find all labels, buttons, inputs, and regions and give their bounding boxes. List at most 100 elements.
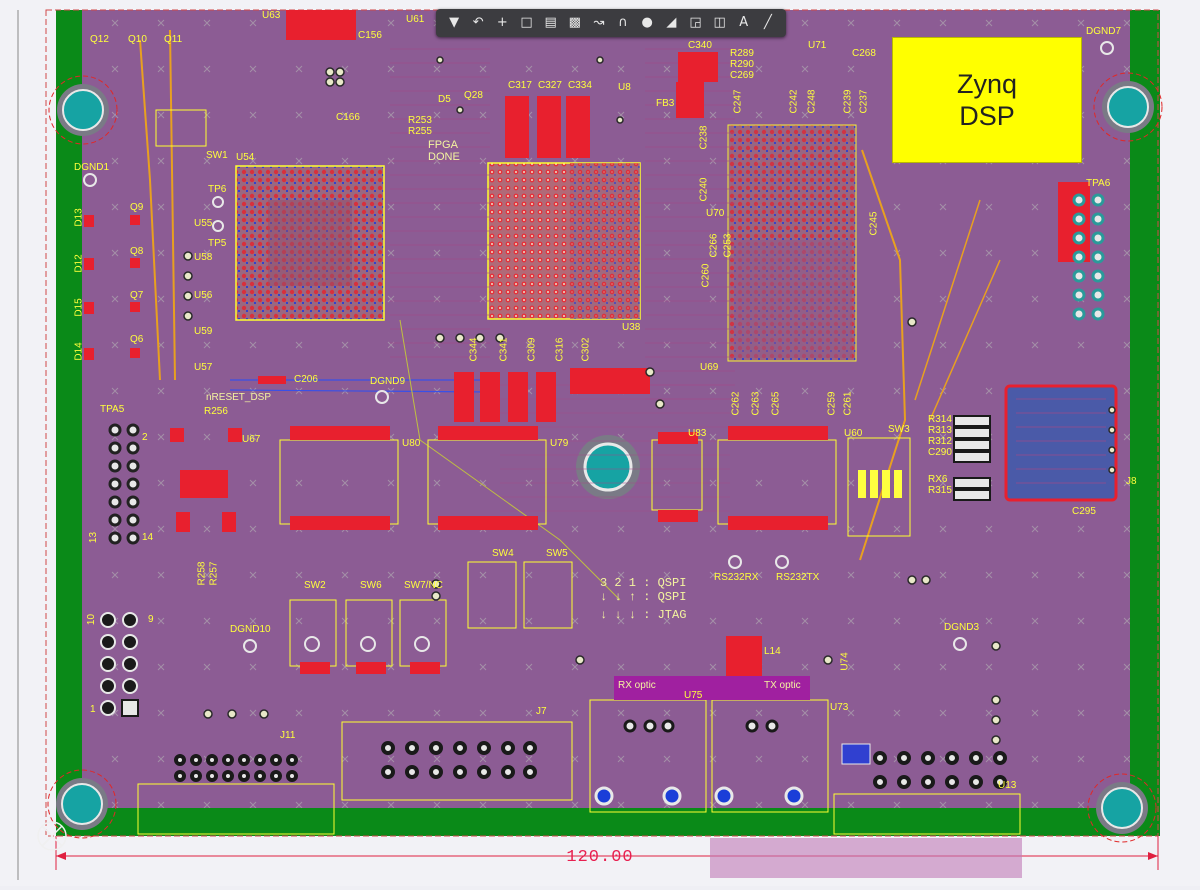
header-tpa6 <box>1072 193 1105 321</box>
designator: C259 <box>826 391 838 416</box>
designator: DGND3 <box>944 622 980 633</box>
boot-mode-jtag: ↓ ↓ ↓ : JTAG <box>600 608 687 622</box>
cross-icon[interactable]: + <box>496 15 508 30</box>
designator: U38 <box>622 322 641 333</box>
net-label-nreset: nRESET_DSP <box>206 392 272 403</box>
layout-toolbar: ▼ ↶ + □ ▤ ▩ ↝ ∩ ● ◢ ◲ ◫ A ╱ <box>436 9 786 37</box>
designator: SW4 <box>492 548 514 559</box>
designator: C248 <box>806 89 818 114</box>
designator: C247 <box>732 89 744 114</box>
designator: R258 <box>196 561 208 586</box>
designator: U80 <box>402 438 421 449</box>
component-icon[interactable]: ▩ <box>568 15 581 30</box>
arc-icon[interactable]: ∩ <box>618 15 628 30</box>
note-line-2: DSP <box>959 101 1015 131</box>
designator: U61 <box>406 14 425 25</box>
designator: Q8 <box>130 246 144 257</box>
designator: U55 <box>194 218 213 229</box>
pin-number: 1 <box>90 704 96 715</box>
designator: DGND1 <box>74 162 110 173</box>
pin-number: 2 <box>142 432 148 443</box>
designator: R255 <box>408 126 432 137</box>
line-icon[interactable]: ╱ <box>763 15 772 30</box>
filter-icon[interactable]: ▼ <box>449 15 460 30</box>
note-line-1: Zynq <box>956 69 1018 99</box>
tx-optic-label: TX optic <box>764 680 801 691</box>
fpga-label: FPGA <box>428 139 458 151</box>
pin-icon[interactable]: ● <box>641 15 653 30</box>
designator: D12 <box>73 254 85 273</box>
designator: RS232RX <box>714 572 759 583</box>
designator: U54 <box>236 152 255 163</box>
designator: SW2 <box>304 580 326 591</box>
designator: C238 <box>698 125 710 150</box>
designator: C269 <box>730 70 754 81</box>
header-tpa5 <box>108 423 140 545</box>
route-icon[interactable]: ↶ <box>472 15 484 30</box>
designator: Q7 <box>130 290 144 301</box>
pin-number: 9 <box>148 614 154 625</box>
designator: SW3 <box>888 424 910 435</box>
designator: C344 <box>468 337 480 362</box>
designator: R313 <box>928 425 952 436</box>
header-jtag <box>100 612 138 716</box>
designator: C265 <box>770 391 782 416</box>
designator: SW7/NC <box>404 580 443 591</box>
designator: D5 <box>438 94 451 105</box>
designator: C327 <box>538 80 562 91</box>
designator: C302 <box>580 337 592 362</box>
designator: U67 <box>242 434 261 445</box>
designator: RS232TX <box>776 572 820 583</box>
header-j11 <box>174 754 298 782</box>
designator: C206 <box>294 374 318 385</box>
designator: J7 <box>536 706 547 717</box>
designator: DGND9 <box>370 376 406 387</box>
designator: C317 <box>508 80 532 91</box>
bar-chart-icon[interactable]: ▤ <box>544 15 557 30</box>
board-width-dimension: 120.00 <box>566 848 634 867</box>
designator: U73 <box>830 702 849 713</box>
designator: TP6 <box>208 184 227 195</box>
designator: U56 <box>194 290 213 301</box>
designator: U63 <box>262 10 281 21</box>
designator: Q28 <box>464 90 483 101</box>
designator: D13 <box>73 208 85 227</box>
designator: U58 <box>194 252 213 263</box>
designator: C261 <box>842 391 854 416</box>
rx-optic-label: RX optic <box>618 680 656 691</box>
pin-number: 13 <box>88 531 100 544</box>
designator: R289 <box>730 48 754 59</box>
text-icon[interactable]: A <box>739 15 749 30</box>
fpga-label: DONE <box>428 151 460 163</box>
track-icon[interactable]: ↝ <box>593 15 605 30</box>
designator: Q11 <box>164 34 183 45</box>
designator: C290 <box>928 447 952 458</box>
board-note[interactable]: Zynq DSP <box>892 37 1082 163</box>
designator: U8 <box>618 82 631 93</box>
designator: DGND10 <box>230 624 271 635</box>
fill-icon[interactable]: ◢ <box>666 15 677 30</box>
designator: SW5 <box>546 548 568 559</box>
designator: C266 <box>708 233 720 258</box>
boot-mode-qspi: ↓ ↓ ↑ : QSPI <box>600 590 687 604</box>
designator: U57 <box>194 362 213 373</box>
designator: RX6 <box>928 474 948 485</box>
designator: C240 <box>698 177 710 202</box>
designator: R314 <box>928 414 952 425</box>
designator: R290 <box>730 59 754 70</box>
designator: C268 <box>852 48 876 59</box>
designator: C309 <box>526 337 538 362</box>
designator: Q9 <box>130 202 144 213</box>
designator: J11 <box>280 730 296 741</box>
designator: U79 <box>550 438 569 449</box>
designator: D15 <box>73 298 85 317</box>
dimension-icon[interactable]: ◫ <box>713 15 726 30</box>
designator: C260 <box>700 263 712 288</box>
designator: D14 <box>73 342 85 361</box>
designator: C334 <box>568 80 592 91</box>
polygon-icon[interactable]: ◲ <box>689 15 702 30</box>
designator: TPA5 <box>100 404 125 415</box>
designator: C239 <box>842 89 854 114</box>
select-rect-icon[interactable]: □ <box>520 15 533 30</box>
